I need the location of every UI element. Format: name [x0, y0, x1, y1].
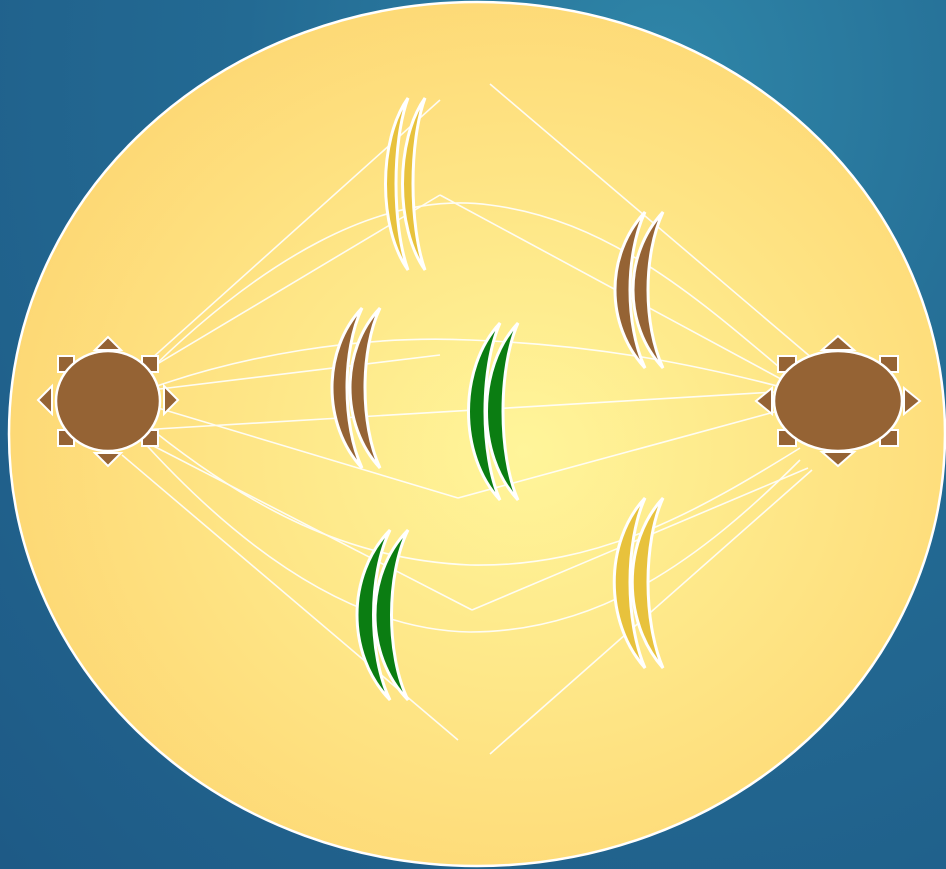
right-centrosome [756, 336, 920, 466]
left-centrosome [38, 337, 178, 466]
